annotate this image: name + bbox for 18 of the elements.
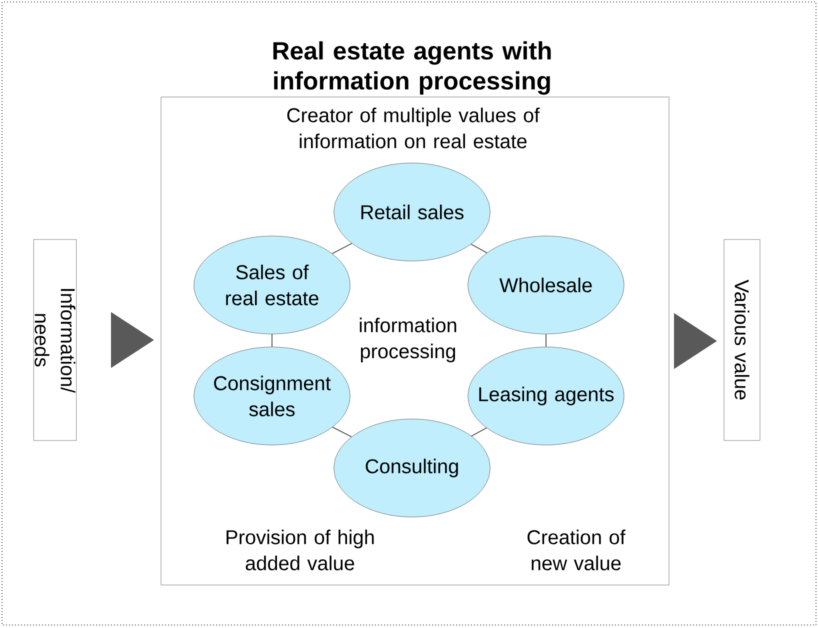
title: Real estate agents with information processing (273, 41, 551, 95)
ellipse-node: Consulting (334, 418, 490, 518)
connector-line (332, 242, 352, 254)
connector-line (332, 426, 352, 438)
connector-line (470, 244, 488, 254)
ellipse-node: Sales of real estate (194, 236, 350, 334)
side-box: Various value (724, 239, 760, 441)
arrow (674, 313, 717, 369)
ellipse-node: Leasing agents (468, 346, 624, 446)
connector-line (470, 427, 488, 437)
side-box: Information/ needs (33, 239, 77, 441)
note-text: information processing (360, 318, 456, 362)
ellipse-node: Consignment sales (194, 346, 350, 446)
note-text: Creation of new value (528, 530, 626, 570)
note-text: Provision of high added value (226, 530, 374, 570)
ellipse-node: Retail sales (334, 162, 490, 262)
ellipse-node: Wholesale (468, 236, 624, 334)
arrow (111, 312, 154, 368)
